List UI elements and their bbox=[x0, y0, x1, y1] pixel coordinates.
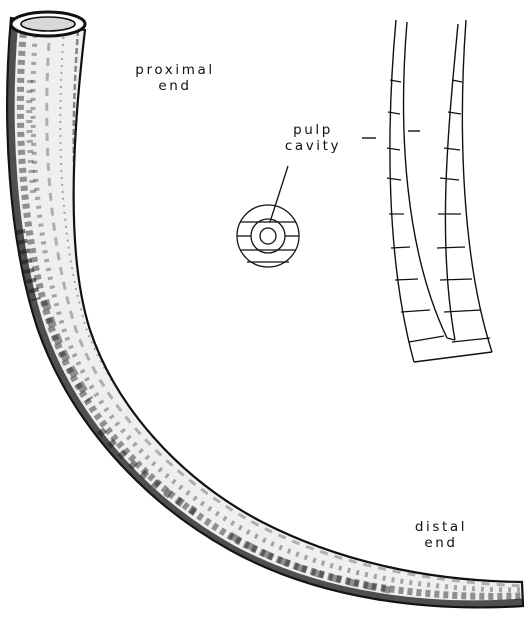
pulp-cavity-label-line2: cavity bbox=[270, 138, 356, 154]
cross-section-ring bbox=[251, 219, 285, 253]
cross-section-core bbox=[260, 228, 276, 244]
longitudinal-outer-left bbox=[390, 20, 414, 362]
cross-section bbox=[237, 166, 299, 267]
longitudinal-apex bbox=[447, 338, 455, 340]
longitudinal-section bbox=[362, 20, 492, 362]
longitudinal-base bbox=[414, 352, 492, 362]
pulp-pointer-cross-section bbox=[270, 166, 288, 222]
distal-end-label-line2: end bbox=[404, 535, 478, 551]
proximal-end-label-line2: end bbox=[116, 78, 234, 94]
pulp-cavity-label-line1: pulp bbox=[270, 122, 356, 138]
tusk-opening-inner bbox=[21, 17, 75, 31]
distal-end-label: distal end bbox=[404, 519, 478, 551]
growth-lines bbox=[387, 80, 490, 342]
longitudinal-inner-right bbox=[445, 24, 458, 340]
pulp-cavity-label: pulp cavity bbox=[270, 122, 356, 154]
proximal-end-label: proximal end bbox=[116, 62, 234, 94]
proximal-end-label-line1: proximal bbox=[116, 62, 234, 78]
distal-end-label-line1: distal bbox=[404, 519, 478, 535]
longitudinal-inner-left bbox=[404, 22, 447, 338]
longitudinal-outer-right bbox=[462, 20, 492, 352]
